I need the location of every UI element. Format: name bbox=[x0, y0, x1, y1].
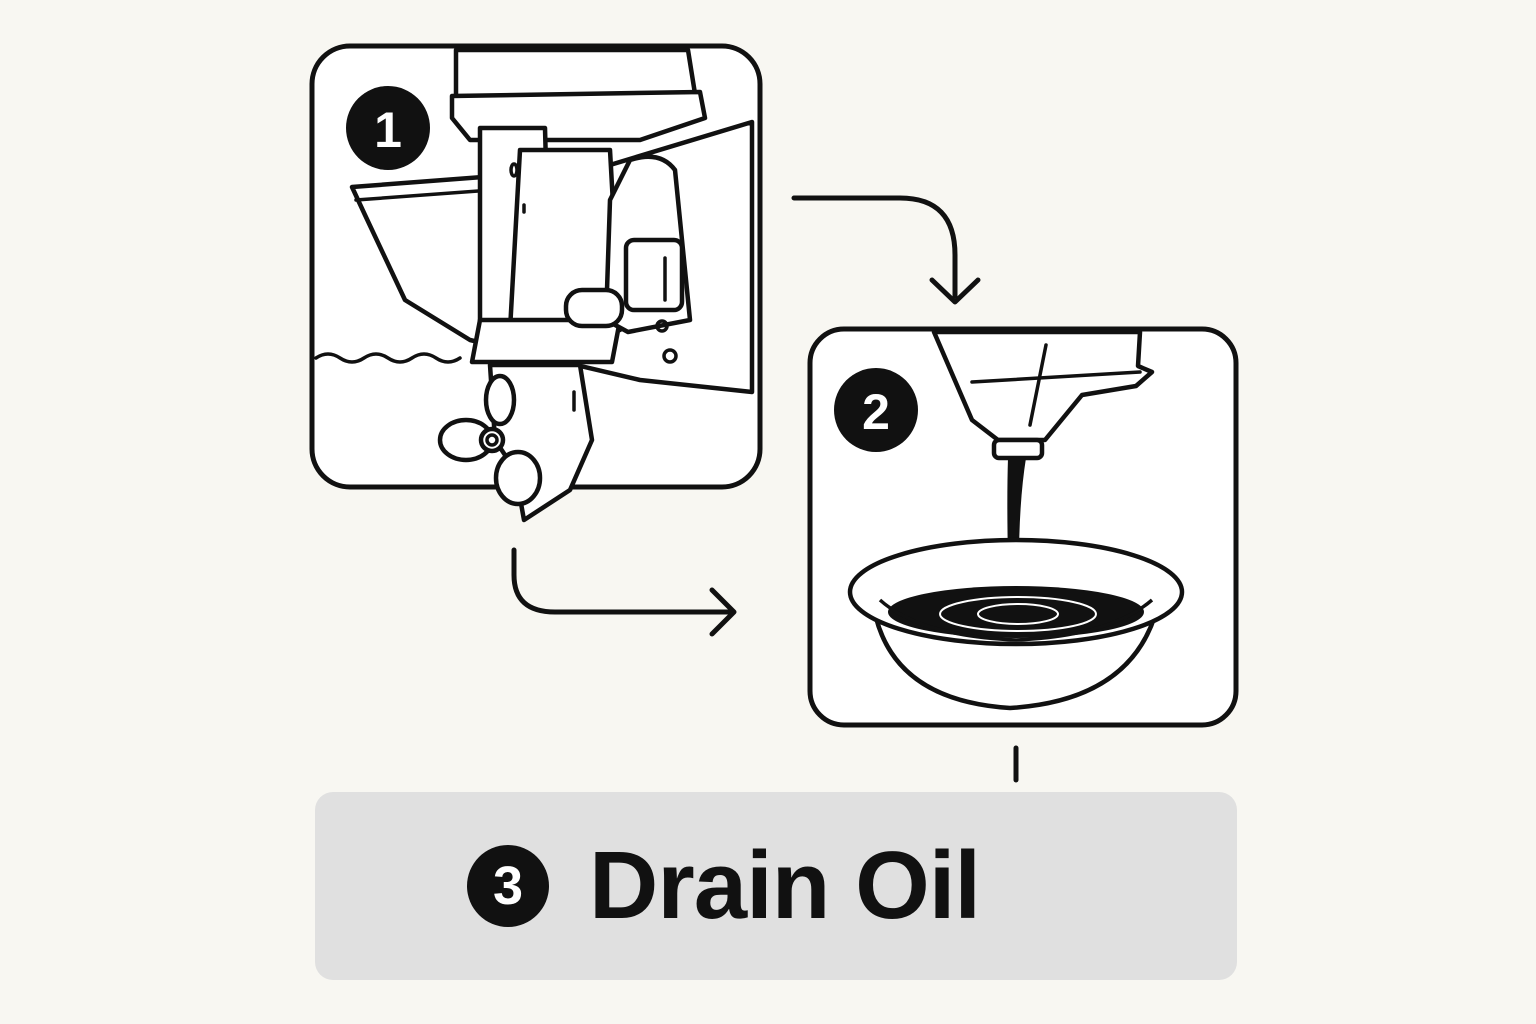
step-2-panel: 2 bbox=[807, 326, 1239, 728]
arrow-down-icon bbox=[791, 195, 981, 305]
outboard-motor-icon bbox=[314, 47, 755, 523]
step-3-badge: 3 bbox=[467, 845, 549, 927]
drain-pan-icon bbox=[847, 329, 1185, 711]
step-3-content: 3 Drain Oil bbox=[467, 792, 981, 980]
step-1-number: 1 bbox=[374, 102, 402, 158]
step-1-badge bbox=[346, 86, 430, 170]
step-2-number: 2 bbox=[862, 384, 890, 440]
step-1-panel: 1 bbox=[309, 43, 763, 523]
arrow-right-icon bbox=[511, 547, 737, 637]
step-2-badge bbox=[834, 368, 918, 452]
step-3-label: Drain Oil bbox=[589, 832, 981, 939]
step-3-banner: 3 Drain Oil bbox=[315, 792, 1237, 980]
